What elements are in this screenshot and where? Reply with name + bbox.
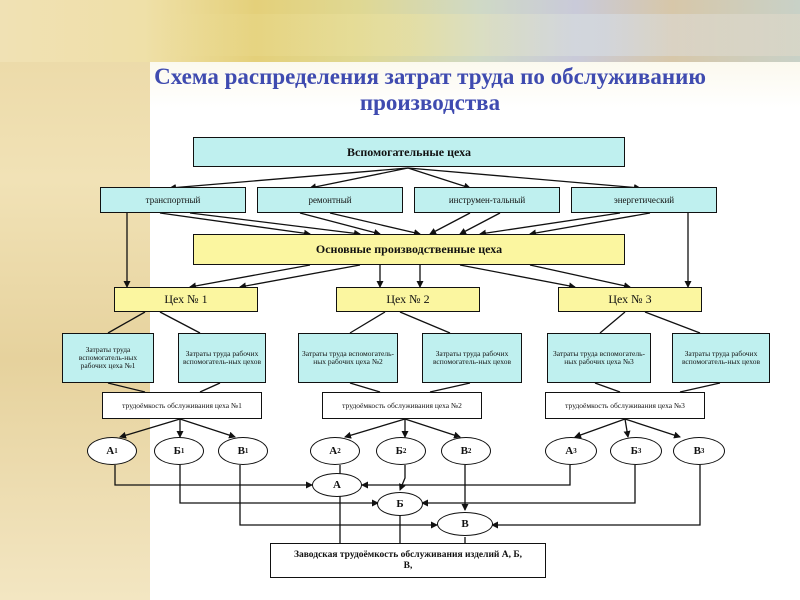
aux-shops-box: Вспомогательные цеха <box>193 137 625 167</box>
cost-aux-workers-shop2: Затраты труда вспомогатель-ных рабочих ц… <box>298 333 398 383</box>
labor-intensity-shop1: трудоёмкость обслуживания цеха №1 <box>102 392 262 419</box>
transport-shop-box: транспортный <box>100 187 246 213</box>
cost-aux-shops-workers-2: Затраты труда рабочих вспомогатель-ных ц… <box>422 333 522 383</box>
cost-aux-workers-shop3: Затраты труда вспомогатель-ных рабочих ц… <box>547 333 651 383</box>
product-b-total-node: Б <box>377 492 423 516</box>
factory-labor-intensity-box: Заводская трудоёмкость обслуживания изде… <box>270 543 546 578</box>
cost-aux-shops-workers-3: Затраты труда рабочих вспомогатель-ных ц… <box>672 333 770 383</box>
labor-intensity-shop2: трудоёмкость обслуживания цеха №2 <box>322 392 482 419</box>
tool-shop-box: инструмен-тальный <box>414 187 560 213</box>
product-v-total-node: В <box>437 512 493 536</box>
cost-aux-workers-shop1: Затраты труда вспомогатель-ных рабочих ц… <box>62 333 154 383</box>
shop1-box: Цех № 1 <box>114 287 258 312</box>
title-background <box>150 62 800 108</box>
banner-accent <box>150 14 800 56</box>
shop2-box: Цех № 2 <box>336 287 480 312</box>
slide-title: Схема распределения затрат труда по обсл… <box>154 64 706 115</box>
shop3-box: Цех № 3 <box>558 287 702 312</box>
labor-intensity-shop3: трудоёмкость обслуживания цеха №3 <box>545 392 705 419</box>
product-a-total-node: А <box>312 473 362 497</box>
cost-aux-shops-workers-1: Затраты труда рабочих вспомогатель-ных ц… <box>178 333 266 383</box>
energy-shop-box: энергетический <box>571 187 717 213</box>
main-shops-box: Основные производственные цеха <box>193 234 625 265</box>
repair-shop-box: ремонтный <box>257 187 403 213</box>
